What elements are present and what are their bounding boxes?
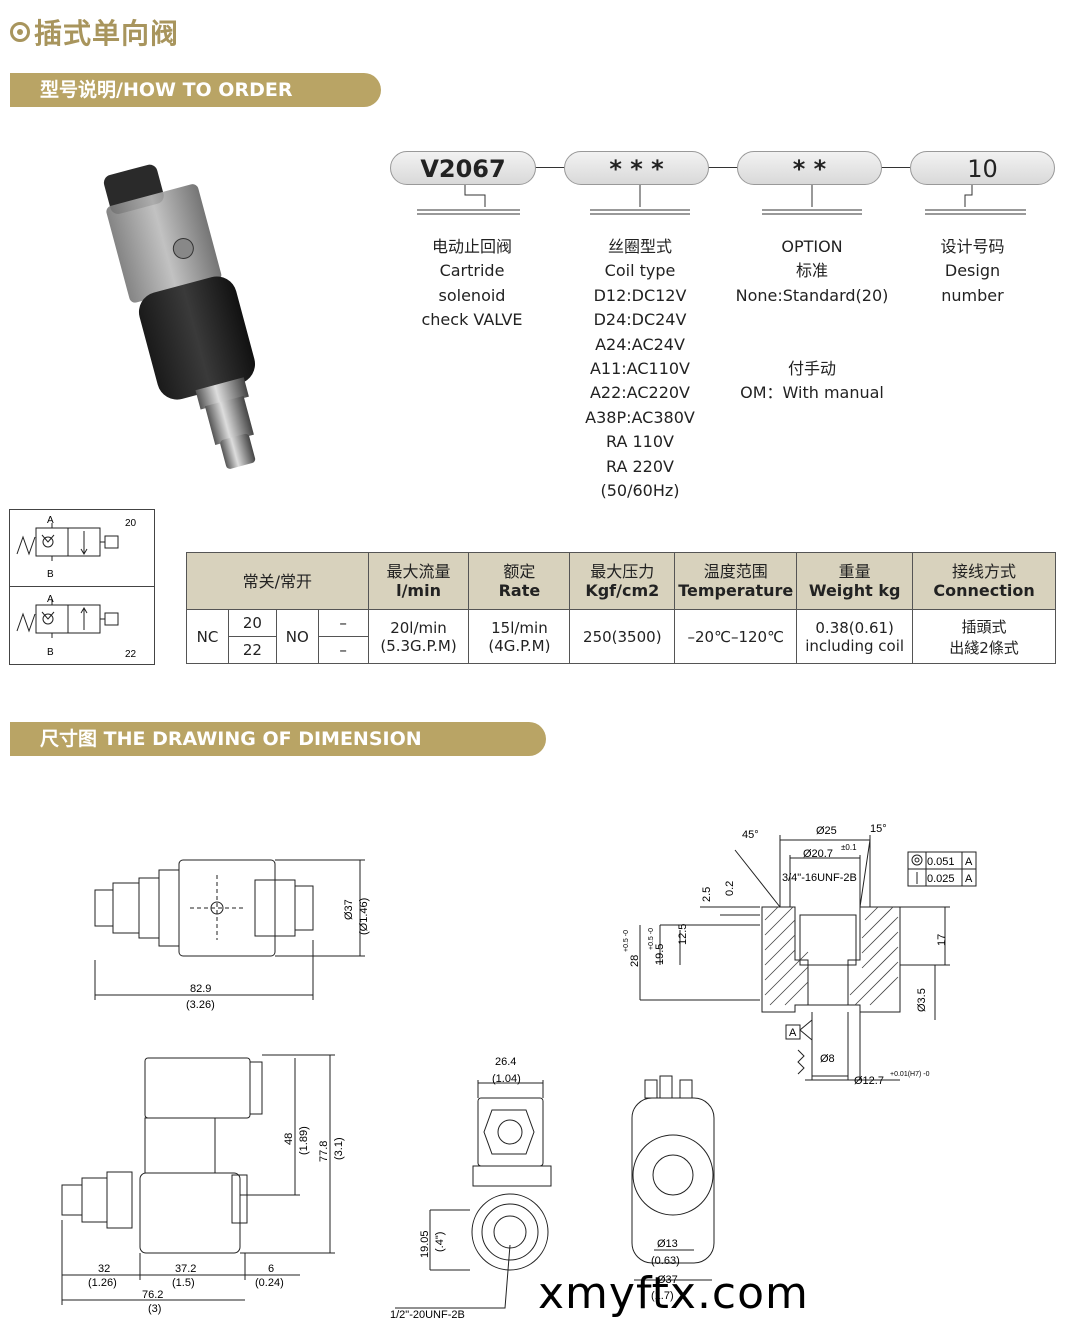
svg-text:+0.01(H7) -0: +0.01(H7) -0 (890, 1071, 930, 1078)
svg-text:3/4"-16UNF-2B: 3/4"-16UNF-2B (782, 872, 857, 884)
svg-text:37.2: 37.2 (175, 1263, 196, 1275)
svg-text:Ø37: Ø37 (657, 1274, 678, 1286)
code-brackets (417, 185, 1026, 215)
page-title: 插式单向阀 (10, 12, 179, 52)
svg-text:19.5: 19.5 (654, 944, 666, 965)
product-photo (103, 164, 256, 469)
svg-text:(1.7): (1.7) (651, 1290, 674, 1302)
dimension-drawing: 82.9 (3.26) Ø37 (Ø1.46) 48 (1.89) 77.8 (… (61, 823, 977, 1321)
svg-text:(1.89): (1.89) (298, 1126, 310, 1155)
how-to-order-banner: 型号说明/HOW TO ORDER (10, 73, 381, 107)
svg-text:(3): (3) (148, 1303, 161, 1315)
svg-text:+0.5 -0: +0.5 -0 (623, 930, 630, 952)
svg-text:45°: 45° (742, 829, 759, 841)
svg-text:28: 28 (629, 955, 641, 967)
svg-text:A: A (47, 594, 54, 605)
svg-text:0.2: 0.2 (724, 881, 736, 896)
svg-text:2.5: 2.5 (701, 887, 713, 902)
watermark: xmyftx.com (538, 1268, 809, 1319)
model-code-coil: * * * (564, 151, 709, 185)
model-code-design: 10 (910, 151, 1055, 185)
svg-text:A: A (965, 856, 973, 868)
svg-text:A: A (789, 1027, 797, 1039)
svg-text:19.05: 19.05 (419, 1230, 431, 1258)
svg-text:1/2"-20UNF-2B: 1/2"-20UNF-2B (390, 1309, 465, 1321)
svg-text:(.4"): (.4") (434, 1232, 446, 1252)
svg-text:Ø20.7: Ø20.7 (803, 848, 833, 860)
svg-text:A: A (965, 873, 973, 885)
svg-text:82.9: 82.9 (190, 983, 211, 995)
svg-text:20: 20 (125, 518, 137, 529)
svg-text:(3.1): (3.1) (333, 1137, 345, 1160)
svg-text:Ø8: Ø8 (820, 1053, 835, 1065)
hydraulic-symbols (9, 509, 155, 665)
svg-text:Ø3.5: Ø3.5 (916, 988, 928, 1012)
svg-text:(1.5): (1.5) (172, 1277, 195, 1289)
svg-text:48: 48 (283, 1133, 295, 1145)
svg-text:(0.24): (0.24) (255, 1277, 284, 1289)
svg-text:(1.26): (1.26) (88, 1277, 117, 1289)
dimension-banner: 尺寸图 THE DRAWING OF DIMENSION (10, 722, 546, 756)
svg-text:Ø12.7: Ø12.7 (854, 1075, 884, 1087)
model-code-series: V2067 (390, 151, 536, 185)
svg-text:32: 32 (98, 1263, 110, 1275)
svg-text:Ø37: Ø37 (343, 899, 355, 920)
svg-text:(Ø1.46): (Ø1.46) (358, 898, 370, 935)
svg-text:(1.04): (1.04) (492, 1073, 521, 1085)
svg-text:Ø13: Ø13 (657, 1238, 678, 1250)
svg-text:12.5: 12.5 (677, 924, 689, 945)
svg-text:+0.5 -0: +0.5 -0 (648, 928, 655, 950)
target-bullet-icon (10, 22, 30, 42)
model-code-option: * * (737, 151, 882, 185)
svg-text:17: 17 (936, 934, 948, 946)
svg-text:(0.63): (0.63) (651, 1255, 680, 1267)
svg-text:±0.1: ±0.1 (841, 843, 857, 852)
svg-text:0.051: 0.051 (927, 856, 955, 868)
valve-symbol-icon: A B 20 A B 22 (16, 515, 137, 660)
svg-text:15°: 15° (870, 823, 887, 835)
svg-text:(3.26): (3.26) (186, 999, 215, 1011)
svg-text:B: B (47, 647, 54, 658)
svg-text:Ø25: Ø25 (816, 825, 837, 837)
svg-text:76.2: 76.2 (142, 1289, 163, 1301)
svg-text:B: B (47, 569, 54, 580)
svg-text:A: A (47, 515, 54, 526)
svg-text:0.025: 0.025 (927, 873, 955, 885)
svg-text:22: 22 (125, 649, 137, 660)
svg-text:77.8: 77.8 (318, 1141, 330, 1162)
svg-text:26.4: 26.4 (495, 1056, 516, 1068)
svg-text:6: 6 (268, 1263, 274, 1275)
